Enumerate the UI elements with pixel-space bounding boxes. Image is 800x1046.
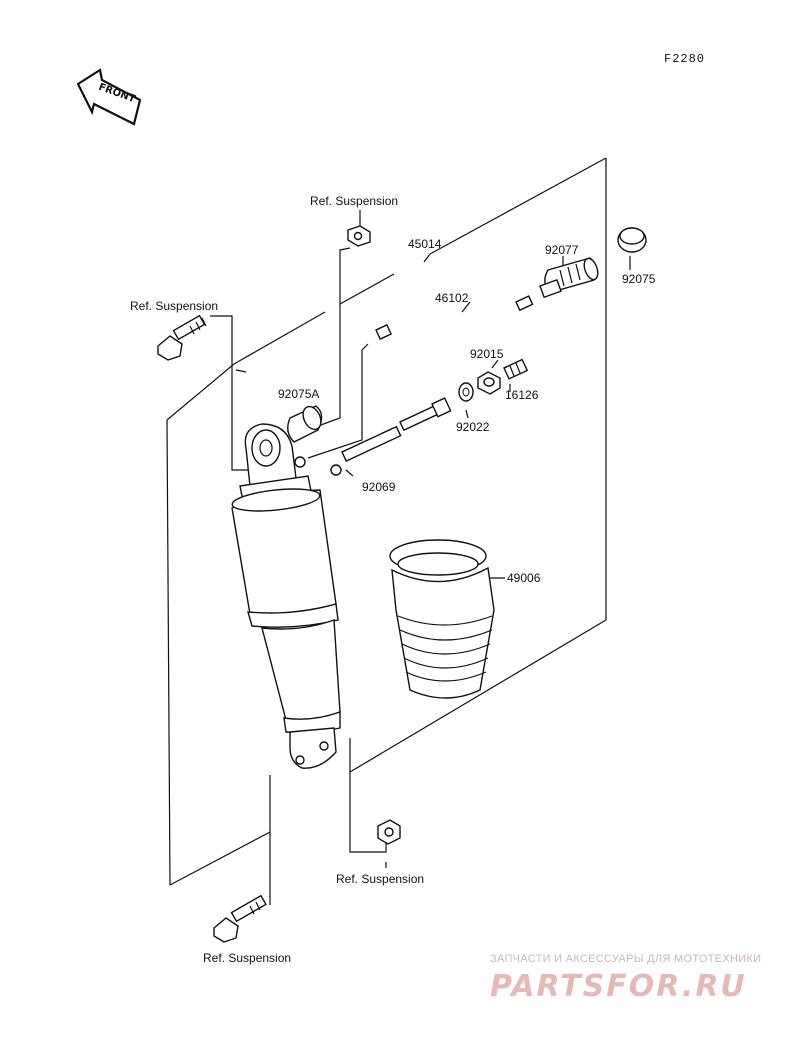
hose-fitting-92069-icon [330, 397, 452, 476]
label-ref-suspension-top: Ref. Suspension [310, 194, 398, 208]
label-ref-suspension-nut: Ref. Suspension [336, 872, 424, 886]
bushing-92075A-icon [287, 405, 323, 443]
figure-code: F2280 [664, 52, 705, 66]
label-45014: 45014 [408, 237, 442, 251]
nut-top-icon [347, 225, 371, 247]
front-arrow-icon: FRONT [76, 68, 142, 126]
watermark-brand: PARTSFOR.RU [490, 969, 747, 1004]
label-46102: 46102 [435, 291, 469, 305]
leader-lines [210, 210, 631, 905]
label-92069: 92069 [362, 480, 396, 494]
bolt-upper-icon [157, 314, 207, 361]
label-92015: 92015 [470, 347, 504, 361]
label-92075A: 92075A [278, 387, 319, 401]
label-92077: 92077 [545, 243, 579, 257]
label-ref-suspension-bolt: Ref. Suspension [203, 951, 291, 965]
valve-92077-icon [539, 257, 599, 299]
label-92075: 92075 [622, 272, 656, 286]
watermark-tagline: ЗАПЧАСТИ И АКСЕССУАРЫ ДЛЯ МОТОТЕХНИКИ [490, 953, 761, 965]
fitting-16126-icon [503, 358, 529, 380]
nut-lower-icon [377, 819, 401, 845]
label-92022: 92022 [456, 420, 490, 434]
bolt-lower-icon [213, 894, 267, 943]
nut-92015-icon [477, 371, 501, 395]
washer-92022-icon [458, 382, 474, 402]
hose-46102-icon [375, 295, 534, 340]
label-ref-suspension-left: Ref. Suspension [130, 299, 218, 313]
boot-49006-icon [389, 539, 495, 699]
label-49006: 49006 [507, 571, 541, 585]
shock-absorber-icon [231, 423, 341, 769]
grommet-92075-icon [617, 227, 647, 253]
assembly-outline [166, 157, 607, 886]
label-16126: 16126 [505, 388, 539, 402]
